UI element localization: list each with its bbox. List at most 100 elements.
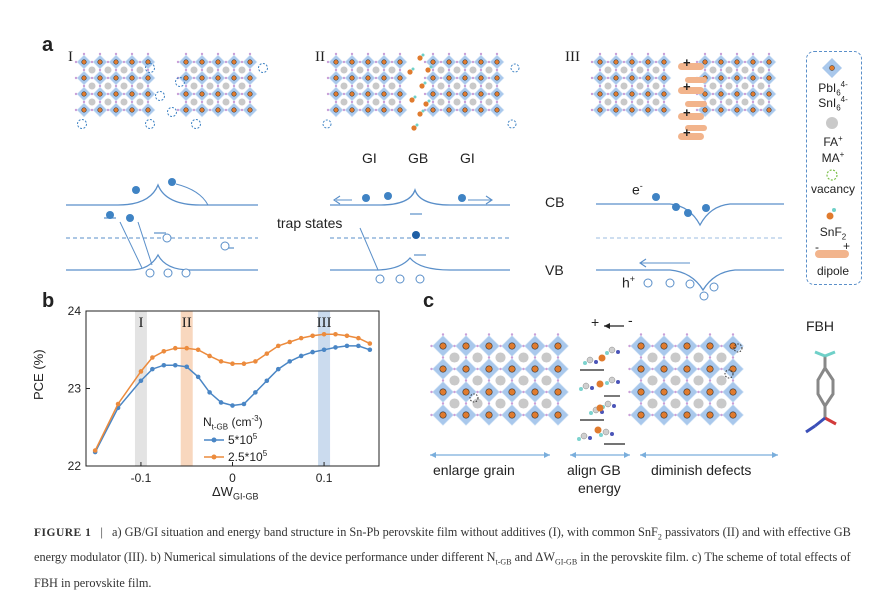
- a-site-cation: [206, 66, 214, 74]
- vacancy-defect: [322, 119, 332, 129]
- a-site-cation: [469, 66, 477, 74]
- series-point-2: [138, 369, 144, 374]
- a-site-cation: [453, 82, 461, 90]
- a-site-cation: [222, 66, 230, 74]
- hole: [163, 268, 173, 278]
- gi-label-right: GI: [460, 150, 475, 166]
- b-site-atom: [478, 75, 484, 81]
- y-tick-label: 22: [68, 459, 82, 473]
- halide-atom: [98, 68, 102, 72]
- b-site-atom: [97, 59, 103, 65]
- a-site-cation: [222, 82, 230, 90]
- electron: [652, 193, 660, 201]
- a-site-cation: [636, 82, 644, 90]
- halide-atom: [216, 84, 220, 88]
- b-site-atom: [145, 91, 151, 97]
- halide-atom: [720, 344, 723, 348]
- b-site-atom: [129, 91, 135, 97]
- halide-atom: [390, 108, 394, 112]
- chart-legend-title: Nt-GB (cm-3): [203, 414, 263, 432]
- halide-atom: [767, 100, 771, 104]
- panel-label-a: a: [42, 34, 54, 56]
- series-point-2: [275, 343, 281, 349]
- halide-atom: [719, 84, 723, 88]
- halide-atom: [495, 84, 499, 88]
- halide-atom: [727, 92, 731, 96]
- b-site-atom: [462, 411, 470, 419]
- halide-atom: [232, 84, 236, 88]
- b-site-atom: [381, 91, 387, 97]
- halide-atom: [350, 52, 354, 56]
- halide-atom: [326, 76, 330, 80]
- halide-atom: [122, 108, 126, 112]
- halide-atom: [703, 84, 707, 88]
- halide-atom: [767, 52, 771, 56]
- a-site-cation: [725, 82, 733, 90]
- halide-atom: [711, 76, 715, 80]
- b-site-atom: [637, 411, 645, 419]
- halide-atom: [545, 390, 548, 394]
- a-site-cation: [716, 375, 727, 386]
- series-point-2: [184, 345, 190, 351]
- a-site-cation: [120, 82, 128, 90]
- halide-atom: [510, 333, 514, 336]
- a-site-cation: [340, 66, 348, 74]
- electron: [458, 194, 466, 202]
- halide-atom: [638, 108, 642, 112]
- halide-atom: [176, 92, 180, 96]
- halide-atom: [751, 84, 755, 88]
- halide-atom: [476, 367, 479, 371]
- b-site-atom: [661, 107, 667, 113]
- b-site-atom: [145, 75, 151, 81]
- halide-atom: [232, 68, 236, 72]
- b-site-atom: [729, 342, 737, 350]
- b-site-atom: [446, 91, 452, 97]
- halide-atom: [192, 92, 196, 96]
- b-site-atom: [231, 75, 237, 81]
- halide-atom: [471, 60, 475, 64]
- hole: [685, 279, 695, 289]
- halide-atom: [646, 68, 650, 72]
- halide-atom: [731, 333, 735, 336]
- fbh-molecule-atom: [608, 376, 616, 384]
- a-site-cation: [741, 82, 749, 90]
- fbh-nitrogen-atom: [590, 386, 594, 390]
- halide-atom: [614, 68, 618, 72]
- electron: [672, 203, 680, 211]
- halide-atom: [398, 84, 402, 88]
- halide-atom: [471, 76, 475, 80]
- halide-atom: [208, 92, 212, 96]
- b-site-atom: [199, 59, 205, 65]
- halide-atom: [545, 367, 548, 371]
- b-site-atom: [397, 75, 403, 81]
- halide-atom: [479, 68, 483, 72]
- halide-atom: [232, 100, 236, 104]
- dipole-bar: [678, 87, 704, 94]
- a-site-cation: [449, 352, 460, 363]
- halide-atom: [727, 76, 731, 80]
- halide-atom: [767, 84, 771, 88]
- halide-atom: [342, 108, 346, 112]
- hole-label: h+: [622, 274, 636, 291]
- halide-atom: [476, 344, 479, 348]
- b-site-atom: [349, 91, 355, 97]
- a-site-cation: [495, 352, 506, 363]
- legend-dipole-minus: -: [815, 240, 819, 254]
- series-point-2: [115, 401, 121, 407]
- series-point-2: [264, 351, 270, 356]
- halide-atom: [622, 108, 626, 112]
- legend-swatch-marker: [211, 437, 217, 443]
- halide-atom: [614, 52, 618, 56]
- halide-atom: [232, 52, 236, 56]
- b-site-atom: [129, 107, 135, 113]
- a-site-cation: [120, 98, 128, 106]
- halide-atom: [184, 52, 188, 56]
- snf2-sn-atom: [411, 125, 417, 131]
- b-site-atom: [446, 75, 452, 81]
- series-point-1: [218, 400, 224, 405]
- dipole-bar: [678, 113, 704, 120]
- halide-atom: [463, 68, 467, 72]
- halide-atom: [598, 100, 602, 104]
- b-site-atom: [439, 388, 447, 396]
